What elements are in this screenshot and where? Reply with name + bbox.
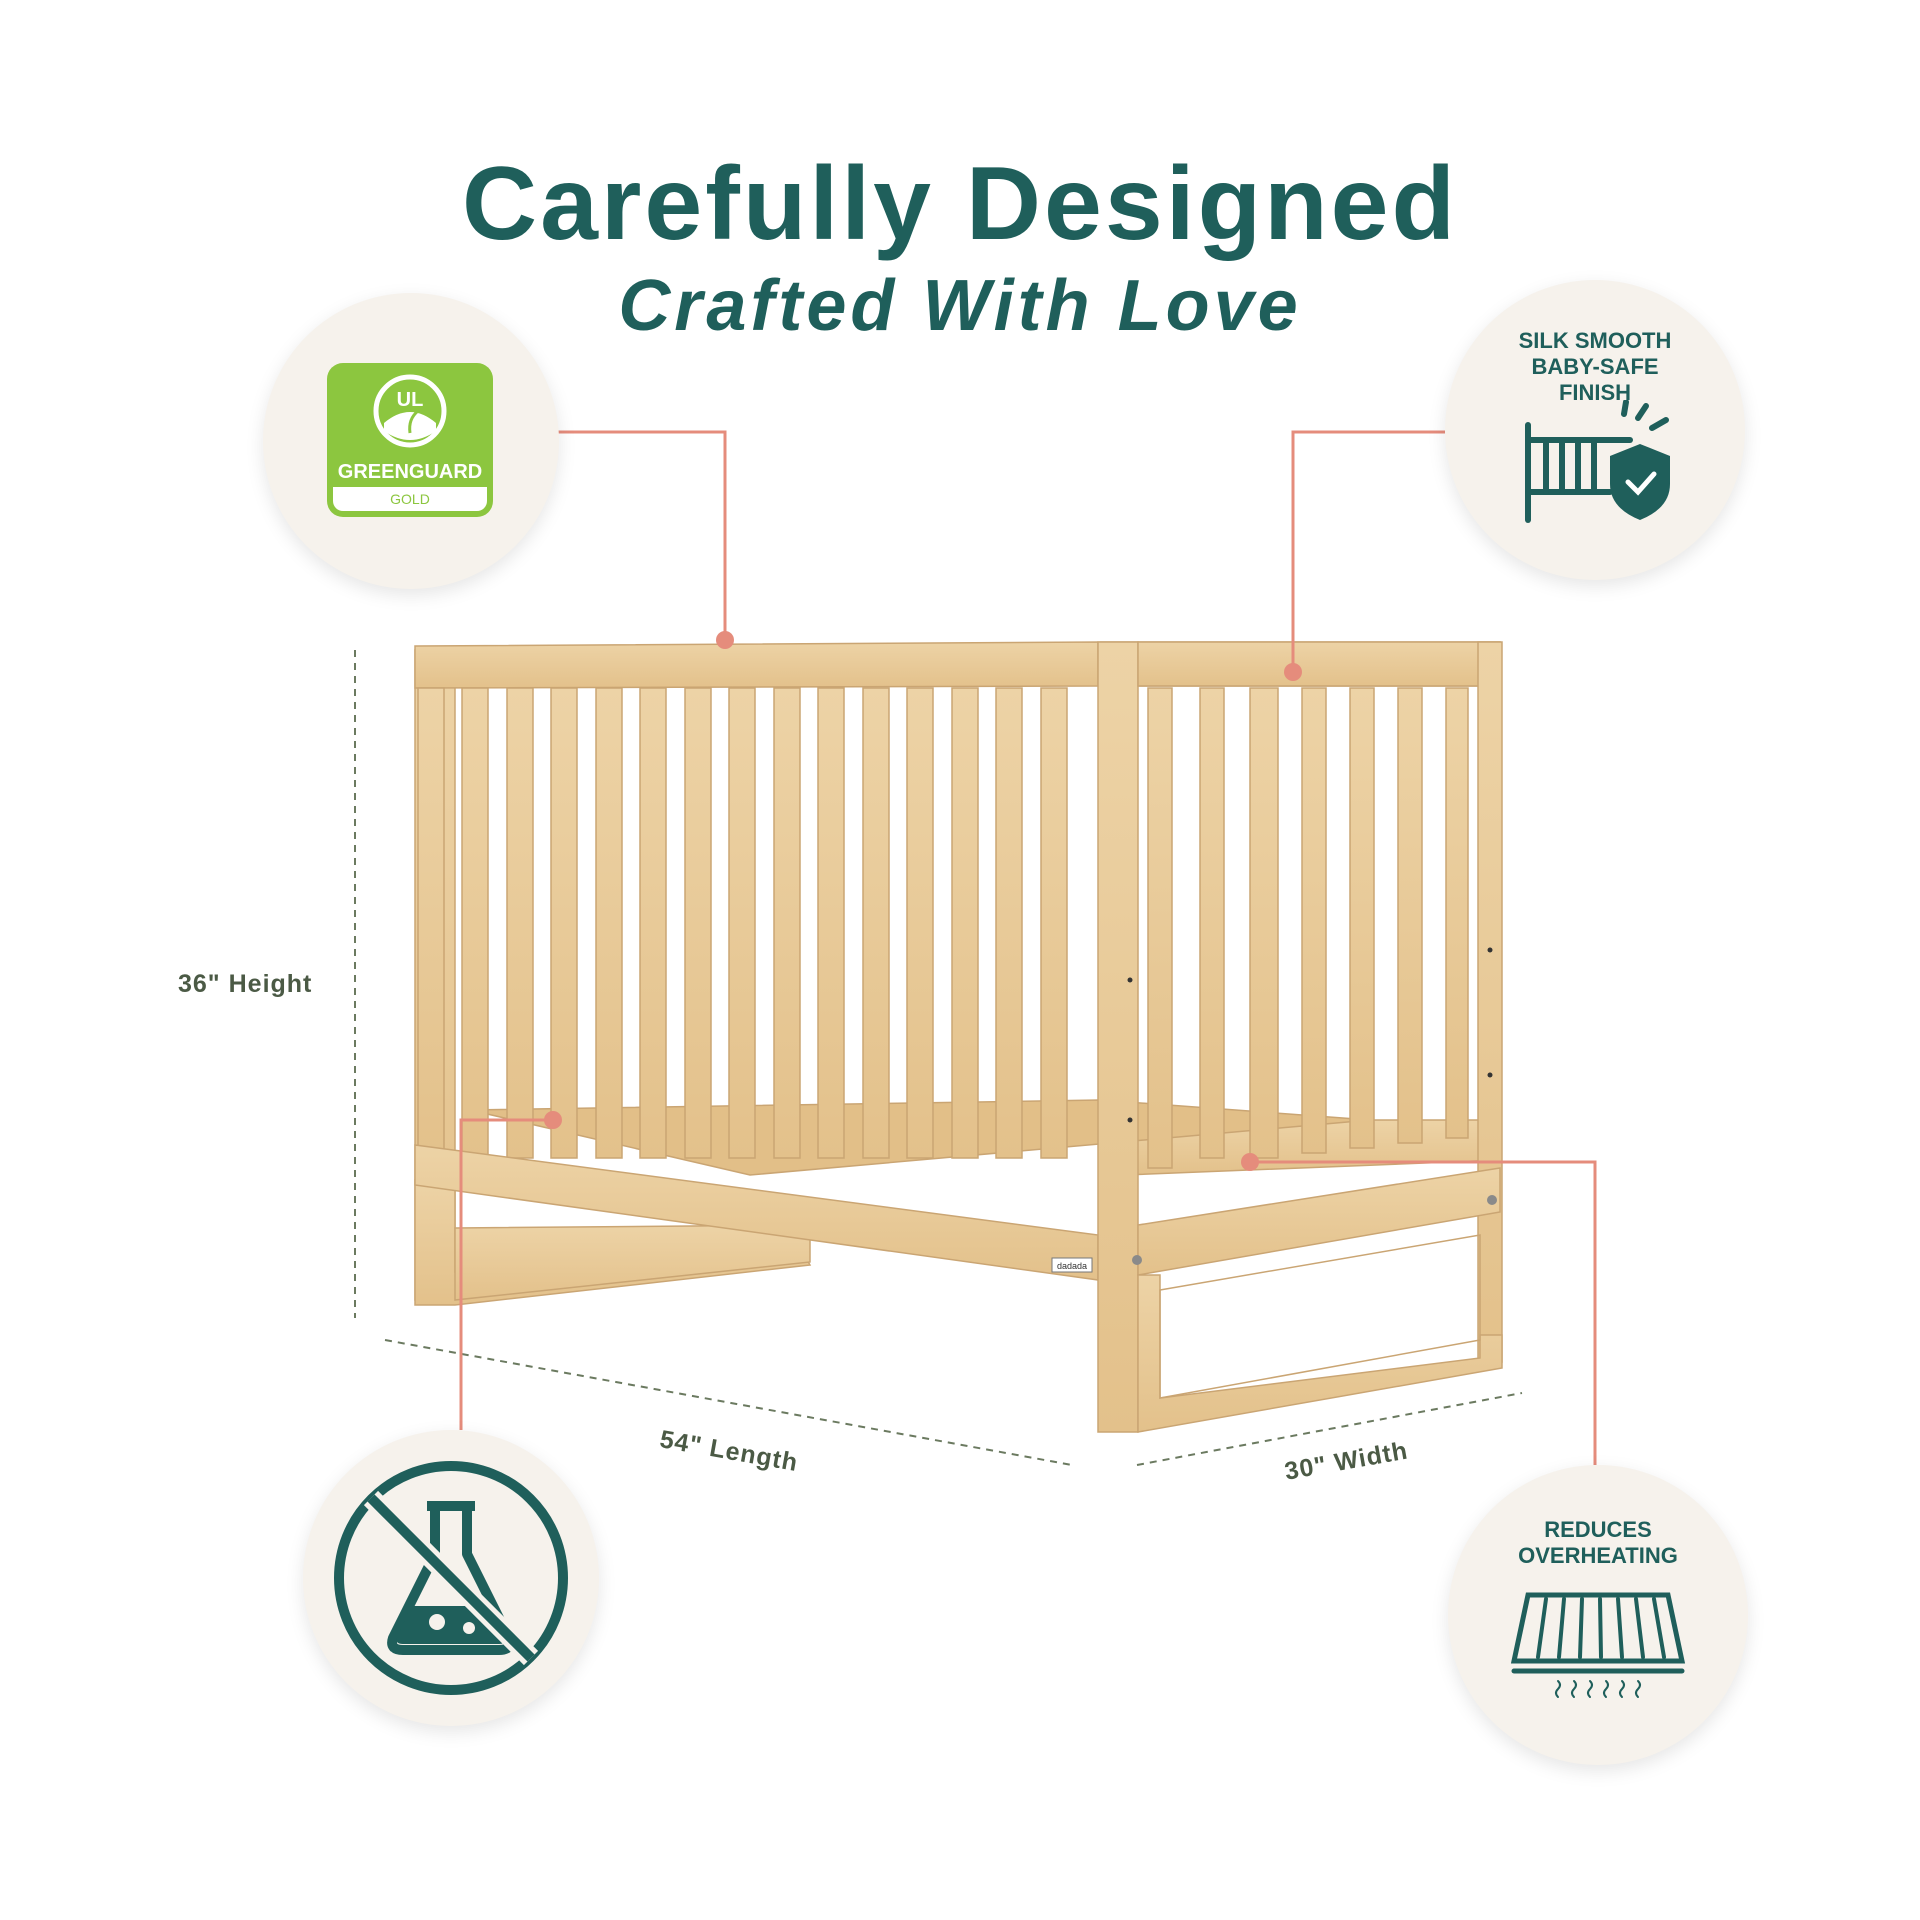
dimension-lines — [354, 650, 1523, 1466]
crib-side-bottom-rail — [1137, 1167, 1501, 1276]
callout-line-greenguard — [558, 430, 727, 640]
crib-right-sled-frame — [1159, 1234, 1481, 1399]
crib-right-sled-leg — [1137, 1274, 1503, 1433]
crib-side-slats — [1147, 687, 1469, 1169]
width-dimension-line — [1136, 1392, 1523, 1466]
greenguard-title: GREENGUARD — [337, 461, 483, 483]
brand-tag-text: dadada — [1057, 1261, 1087, 1271]
non-toxic-badge — [303, 1430, 599, 1726]
ul-mark: UL — [396, 389, 424, 411]
page-subtitle: Crafted With Love — [618, 266, 1302, 346]
crib-right-back-post — [1477, 641, 1503, 1363]
finish-badge: SILK SMOOTH BABY-SAFE FINISH — [1445, 280, 1745, 580]
finish-label-line-1: SILK SMOOTH — [1518, 328, 1672, 353]
no-chemicals-icon — [334, 1461, 568, 1695]
greenguard-badge: UL GREENGUARD GOLD — [263, 293, 559, 589]
slatted-mattress-base-icon — [1510, 1592, 1686, 1698]
callout-dots — [544, 631, 1302, 1171]
crib-side-top-rail — [1137, 641, 1501, 687]
brand-tag — [1051, 1257, 1093, 1273]
finish-label-line-3: FINISH — [1558, 380, 1632, 405]
callout-lines — [459, 430, 1597, 1465]
crib-right-front-post — [1097, 641, 1139, 1433]
page-title: Carefully Designed — [461, 146, 1459, 262]
crib — [414, 641, 1503, 1433]
ventilation-badge: REDUCES OVERHEATING — [1448, 1465, 1748, 1765]
finish-label-line-2: BABY-SAFE — [1531, 354, 1659, 379]
crib-left-sled-base — [454, 1224, 811, 1301]
greenguard-gold-label: GOLD — [390, 491, 430, 507]
callout-line-non-toxic — [459, 1118, 553, 1430]
crib-shield-icon — [1525, 400, 1670, 523]
greenguard-gold-logo: UL GREENGUARD GOLD — [327, 363, 493, 517]
ventilation-label-line-2: OVERHEATING — [1518, 1543, 1678, 1568]
crib-front-slats — [417, 687, 1068, 1159]
callout-line-finish — [1291, 430, 1445, 672]
crib-hardware — [1127, 947, 1497, 1265]
height-dimension-label: 36" Height — [178, 970, 313, 998]
crib-top-rail — [414, 641, 1099, 689]
callout-line-ventilation — [1250, 1160, 1597, 1465]
ul-leaf-icon — [373, 374, 447, 448]
ventilation-label-line-1: REDUCES — [1544, 1517, 1652, 1542]
